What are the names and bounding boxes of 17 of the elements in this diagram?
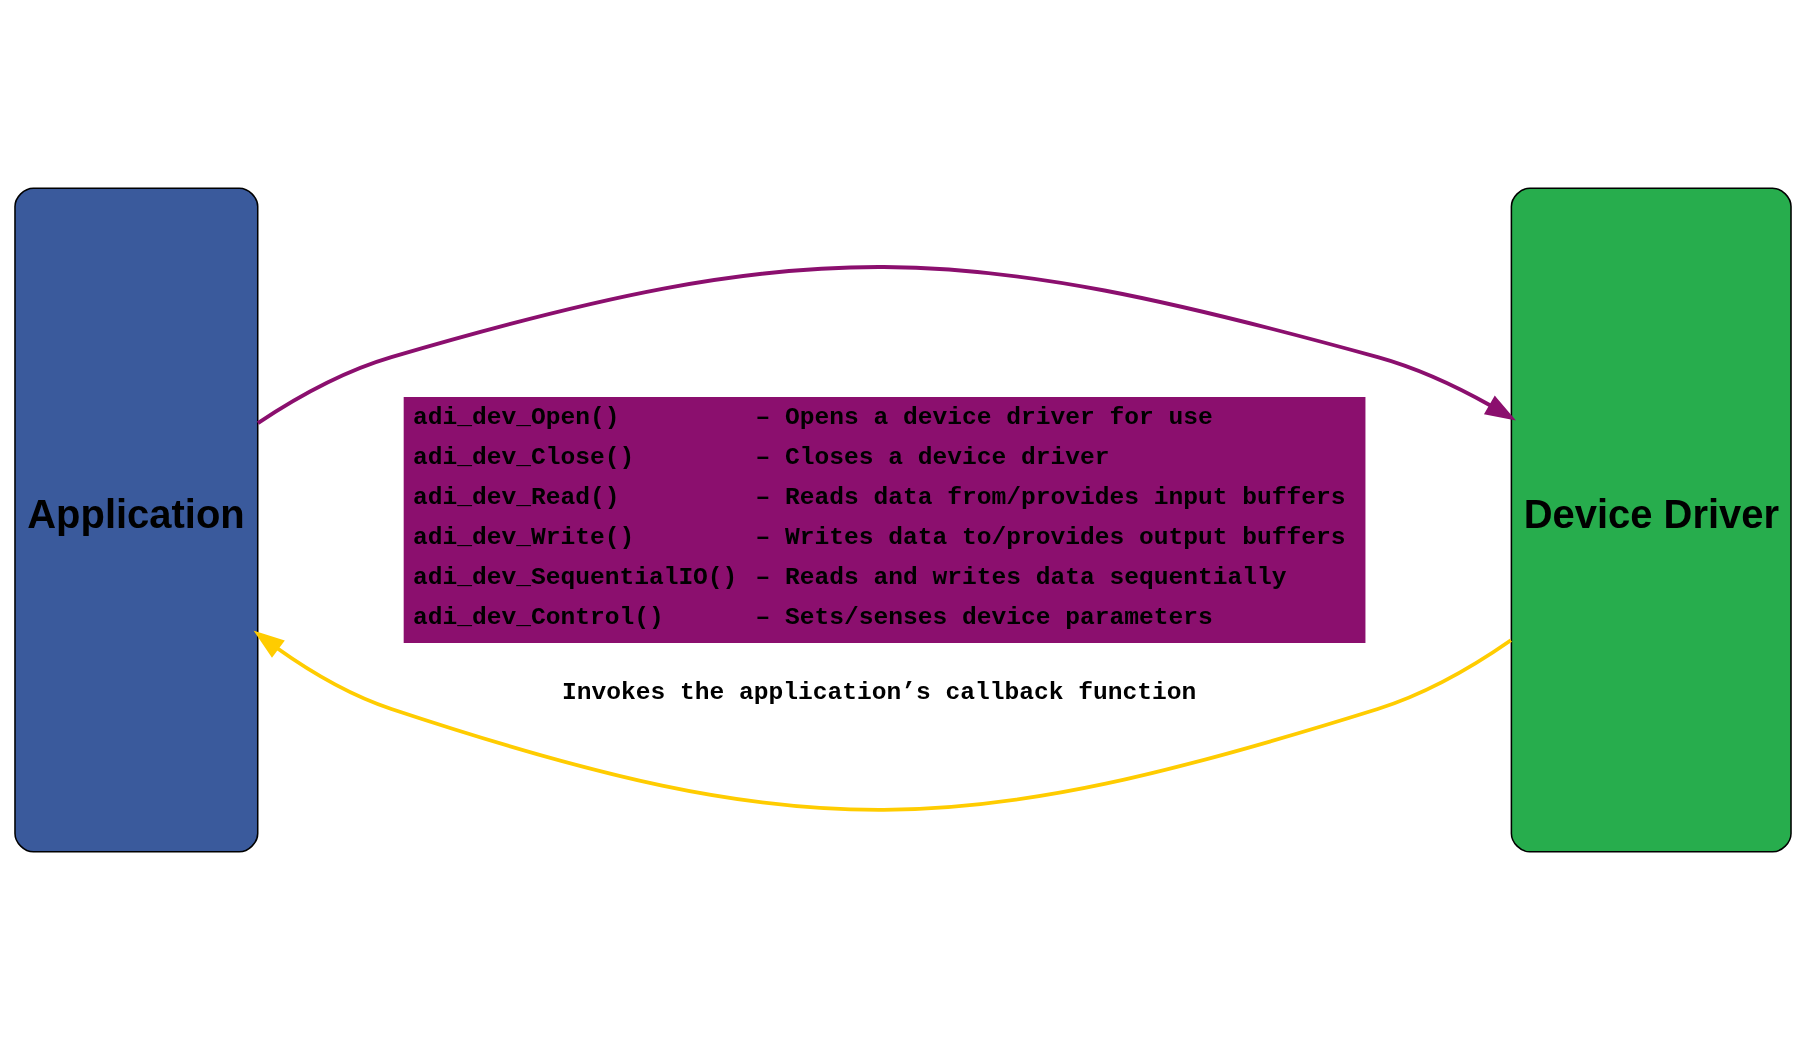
label: adi_dev_Read() bbox=[412, 483, 620, 511]
label: – Sets/senses device parameters bbox=[755, 603, 1213, 631]
label: adi_dev_Close() bbox=[412, 443, 635, 471]
label: – Reads data from/provides input buffers bbox=[755, 483, 1346, 511]
arrow bbox=[253, 630, 1512, 812]
label: adi_dev_SequentialIO() bbox=[412, 563, 738, 591]
label: – Opens a device driver for use bbox=[755, 403, 1213, 431]
edge-label: Invokes the application’s callback function bbox=[561, 678, 1197, 706]
label: – Closes a device driver bbox=[755, 443, 1110, 471]
node-box: Application bbox=[14, 186, 259, 853]
label: adi_dev_Control() bbox=[412, 603, 664, 631]
label: adi_dev_Open() bbox=[412, 403, 620, 431]
label: – Reads and writes data sequentially bbox=[755, 563, 1287, 591]
arrow bbox=[256, 264, 1516, 425]
node-box: Device Driver bbox=[1510, 186, 1792, 853]
label: – Writes data to/provides output buffers bbox=[755, 523, 1346, 551]
label: adi_dev_Write() bbox=[412, 523, 635, 551]
